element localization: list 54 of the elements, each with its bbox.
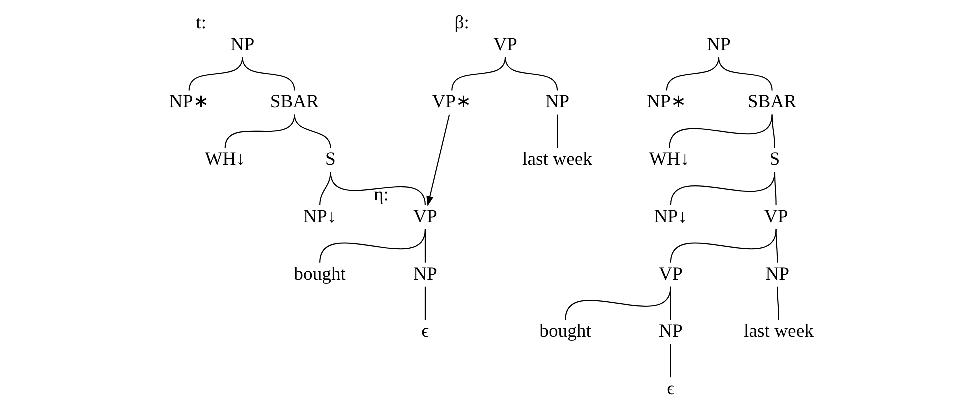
connector xyxy=(776,230,778,263)
connector xyxy=(424,230,426,263)
connector xyxy=(242,57,296,91)
node-text: VP xyxy=(414,206,438,228)
node-text: NP xyxy=(230,34,255,56)
node-label: β: xyxy=(454,12,470,34)
node-text: VP xyxy=(494,34,518,56)
node-label: t: xyxy=(196,12,207,34)
connector xyxy=(330,172,426,206)
connector xyxy=(772,114,776,148)
node-text: VP xyxy=(658,264,683,285)
connector xyxy=(669,114,773,148)
connector xyxy=(777,286,780,320)
connector xyxy=(188,57,244,91)
connector xyxy=(320,172,332,206)
node-text: NP∗ xyxy=(169,92,210,113)
node-text: VP∗ xyxy=(432,92,472,113)
node-text: bought xyxy=(294,264,346,285)
node-text: S xyxy=(770,149,780,170)
connector xyxy=(774,172,777,206)
node-text: VP xyxy=(764,206,788,228)
node-text: last week xyxy=(522,149,593,170)
connector xyxy=(666,57,720,91)
node-text: NP↓ xyxy=(303,206,337,228)
connector xyxy=(424,286,426,320)
node-text: ϵ xyxy=(422,321,430,342)
node-text: NP∗ xyxy=(646,92,687,113)
node-text: SBAR xyxy=(748,92,797,113)
connector xyxy=(504,57,558,91)
connector xyxy=(320,229,426,263)
node-label: η: xyxy=(374,184,389,206)
node-text: NP xyxy=(658,321,683,342)
connector xyxy=(670,344,672,378)
node-text: WH↓ xyxy=(205,149,246,170)
arrow xyxy=(426,114,450,207)
connector xyxy=(718,57,773,91)
node-text: NP↓ xyxy=(654,206,688,228)
node-text: WH↓ xyxy=(649,149,690,170)
node-text: last week xyxy=(744,321,814,342)
connector xyxy=(565,286,672,320)
node-text: NP xyxy=(707,34,731,56)
node-text: ϵ xyxy=(667,378,675,400)
node-text: SBAR xyxy=(270,92,320,113)
node-text: NP xyxy=(414,264,438,285)
node-text: S xyxy=(326,149,336,170)
node-text: NP xyxy=(766,264,790,285)
connector xyxy=(670,286,672,320)
connector xyxy=(670,229,777,263)
node-text: NP xyxy=(546,92,570,113)
connector xyxy=(294,114,332,148)
connector xyxy=(557,114,558,148)
connector xyxy=(224,114,296,148)
node-text: bought xyxy=(540,321,592,342)
connector xyxy=(452,57,506,91)
